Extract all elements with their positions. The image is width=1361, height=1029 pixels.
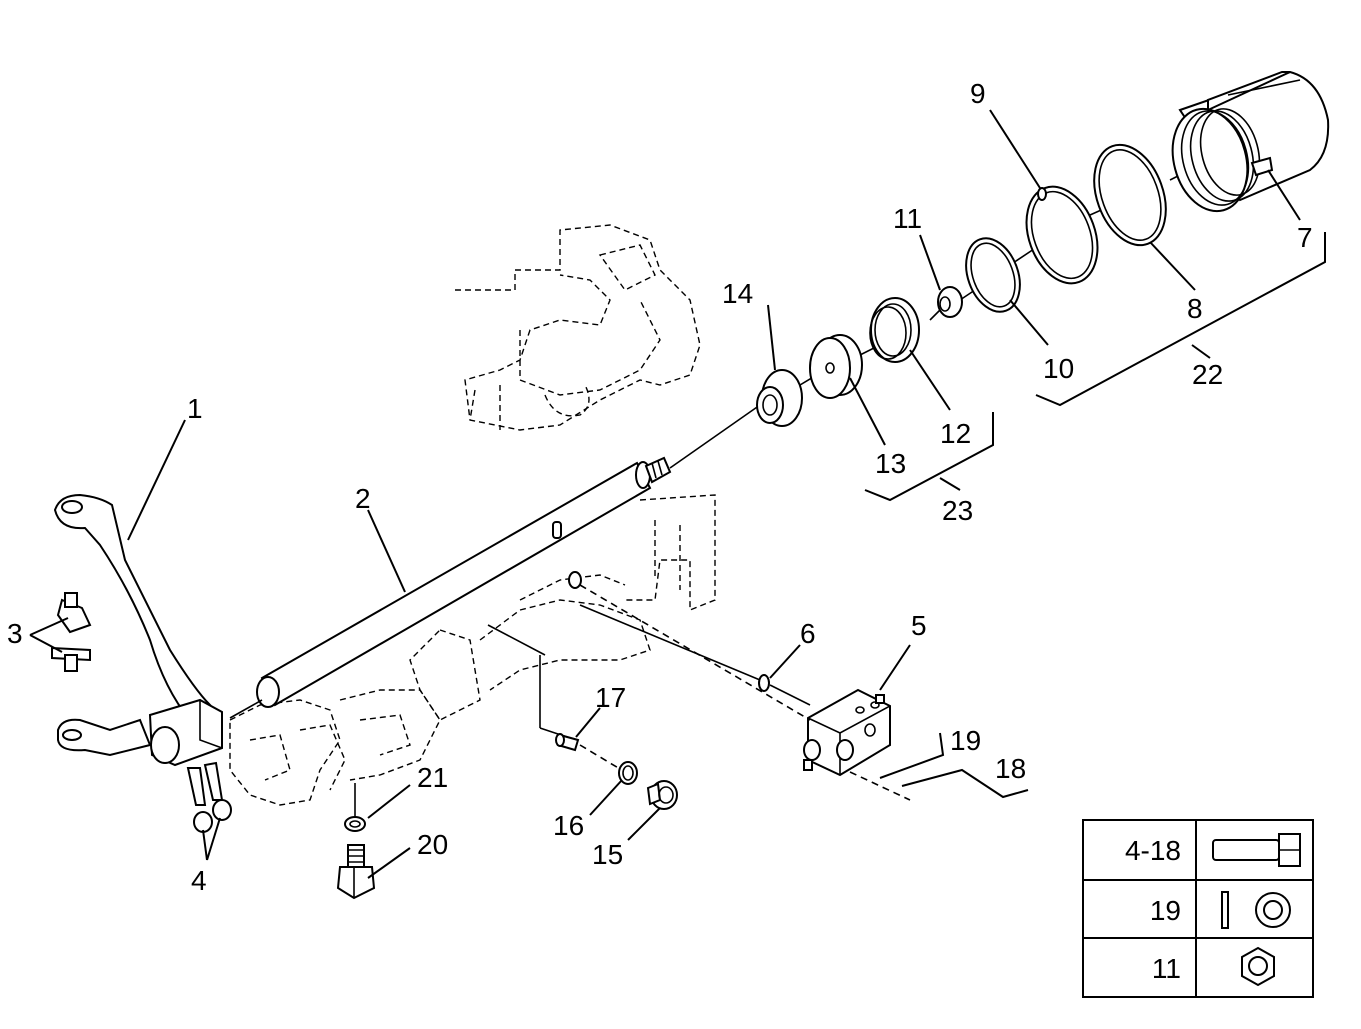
legend-label-pin: 19 bbox=[1150, 895, 1181, 926]
snapring-9 bbox=[1025, 185, 1099, 285]
callout-1: 1 bbox=[187, 393, 203, 424]
ring-12 bbox=[869, 297, 920, 363]
callout-8: 8 bbox=[1187, 293, 1203, 324]
callout-22: 22 bbox=[1192, 359, 1223, 390]
callout-2: 2 bbox=[355, 483, 371, 514]
pin-and-washer-icon bbox=[1221, 891, 1291, 929]
seal-14 bbox=[756, 369, 803, 427]
legend-label-nut: 11 bbox=[1152, 953, 1181, 984]
ring-8 bbox=[1093, 143, 1167, 247]
bolt-icon bbox=[1212, 833, 1301, 867]
nut-11 bbox=[937, 286, 963, 318]
callout-19: 19 bbox=[950, 725, 981, 756]
small-bolts bbox=[51, 592, 92, 672]
valve-block-5 bbox=[803, 688, 891, 777]
washer-16 bbox=[618, 761, 638, 785]
callout-13: 13 bbox=[875, 448, 906, 479]
callout-9: 9 bbox=[970, 78, 986, 109]
install-lines bbox=[354, 571, 911, 825]
callout-14: 14 bbox=[722, 278, 753, 309]
plug-15 bbox=[646, 780, 678, 810]
leader-lines bbox=[29, 109, 1301, 879]
callout-5: 5 bbox=[911, 610, 927, 641]
disc-13 bbox=[809, 334, 863, 399]
oring-10 bbox=[965, 237, 1021, 313]
callout-4: 4 bbox=[191, 865, 207, 896]
callout-6: 6 bbox=[800, 618, 816, 649]
callout-16: 16 bbox=[553, 810, 584, 841]
fitting-20 bbox=[336, 844, 376, 900]
callout-11: 11 bbox=[893, 203, 922, 234]
hex-nut-icon bbox=[1241, 946, 1275, 987]
callout-labels: 1 2 3 4 5 6 7 8 9 10 11 12 13 14 15 16 1… bbox=[7, 78, 1313, 896]
cylinder-7 bbox=[1171, 70, 1330, 213]
hardware-legend: 4-18 19 11 bbox=[1082, 819, 1314, 998]
callout-20: 20 bbox=[417, 829, 448, 860]
callout-21: 21 bbox=[417, 762, 448, 793]
legend-label-bolt: 4-18 bbox=[1125, 835, 1181, 866]
callout-18: 18 bbox=[995, 753, 1026, 784]
callout-17: 17 bbox=[595, 682, 626, 713]
oring-6 bbox=[758, 674, 770, 692]
assembly-brackets bbox=[864, 232, 1326, 502]
callout-7: 7 bbox=[1297, 222, 1313, 253]
cap-nuts bbox=[193, 799, 232, 833]
pin-17 bbox=[555, 733, 580, 752]
main-shaft bbox=[229, 456, 672, 719]
washer-21 bbox=[344, 816, 366, 832]
callout-12: 12 bbox=[940, 418, 971, 449]
phantom-housing bbox=[229, 224, 716, 806]
callout-23: 23 bbox=[942, 495, 973, 526]
callout-3: 3 bbox=[7, 618, 23, 649]
callout-15: 15 bbox=[592, 839, 623, 870]
arm-lever bbox=[53, 493, 224, 806]
callout-10: 10 bbox=[1043, 353, 1074, 384]
